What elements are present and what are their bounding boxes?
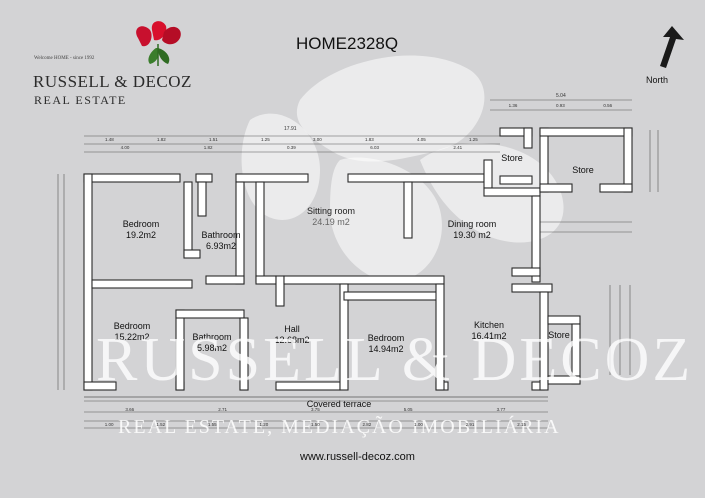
dimension-bottom-row2: 1.20: [259, 422, 269, 427]
dimension-top-row1: 1.51: [209, 137, 218, 142]
dimension-bottom-row2: 1.00: [104, 422, 114, 427]
room-label-covered-terrace: Covered terrace: [306, 399, 372, 409]
dimension-bottom-row1: 5.05: [403, 407, 413, 412]
flower-logo-icon: [136, 21, 181, 66]
north-arrow-icon: [660, 26, 684, 68]
dimension-total-top: 17.91: [284, 126, 297, 132]
dimension-bottom-row2: 2.15: [517, 422, 526, 427]
watermark-main: RUSSELL & DECOZ: [96, 326, 694, 394]
dimension-top-row1: 1.25: [261, 137, 270, 142]
dimension-bottom-row2: 2.82: [362, 422, 372, 427]
north-label: North: [646, 75, 669, 85]
dimension-store-row: 0.93: [556, 103, 565, 108]
watermark-sub: REAL ESTATE, MEDIAÇÃO IMOBILIÁRIA: [118, 416, 561, 438]
dimension-top-row2: 4.00: [120, 145, 130, 150]
dimension-bottom-row1: 2.71: [218, 407, 227, 412]
website-url[interactable]: www.russell-decoz.com: [300, 451, 415, 463]
room-label-store-3: Store: [548, 330, 570, 340]
dimension-bottom-row2: 1.55: [207, 422, 217, 427]
dimension-top-row2: 1.82: [203, 145, 213, 150]
room-label-store-2: Store: [572, 165, 594, 175]
dimension-top-row2: 0.39: [287, 145, 296, 150]
dimension-bottom-row1: 3.66: [125, 407, 135, 412]
dimension-bottom-row2: 1.52: [156, 422, 166, 427]
dimension-top-row1: 1.48: [105, 137, 114, 142]
dimension-top-row1: 3.00: [313, 137, 322, 142]
dimension-bottom-row1: 3.75: [311, 407, 320, 412]
room-label-store-1: Store: [501, 153, 523, 163]
brand-tagline: Welcome HOME - since 1992: [34, 56, 95, 61]
brand-name: RUSSELL & DECOZ: [33, 72, 192, 91]
dimension-bottom-row2: 1.00: [414, 422, 423, 427]
dimension-bottom-row1: 3.77: [496, 407, 506, 412]
dimension-top-row1: 4.05: [417, 137, 426, 142]
dimension-top-row1: 1.82: [157, 137, 166, 142]
dimension-bottom-row2: 2.91: [465, 422, 475, 427]
dimension-top-row1: 1.83: [365, 137, 374, 142]
leaf-watermark-icon: [241, 55, 564, 282]
plan-code: HOME2328Q: [296, 34, 399, 53]
brand-subtitle: REAL ESTATE: [34, 93, 127, 107]
dimension-store-row: 0.56: [603, 103, 613, 108]
dimension-bottom-row2: 1.50: [311, 422, 320, 427]
dimension-store-row: 1.36: [508, 103, 518, 108]
dimension-store-top: 5.04: [556, 93, 566, 99]
dimension-top-row2: 6.03: [370, 145, 379, 150]
dimension-top-row2: 2.41: [453, 145, 463, 150]
dimension-top-row1: 1.25: [469, 137, 478, 142]
